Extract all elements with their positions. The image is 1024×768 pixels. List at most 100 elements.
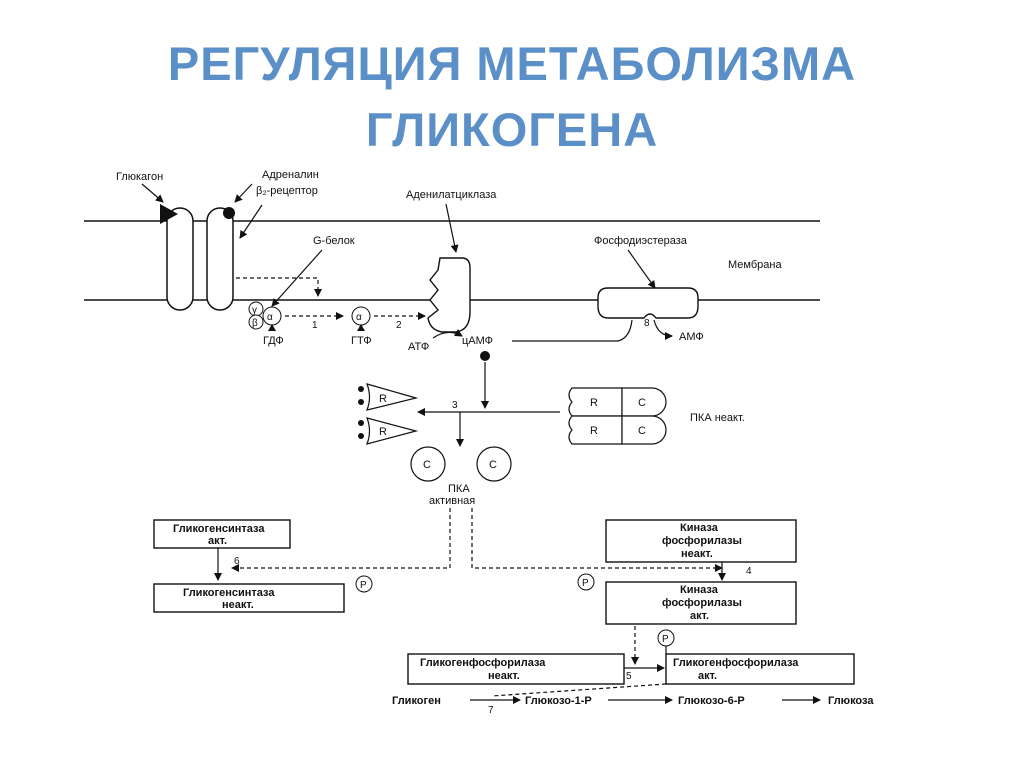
pk-active-line3: акт. xyxy=(690,610,709,622)
camp-to-pde-curve xyxy=(617,319,633,342)
step-6-label: 6 xyxy=(234,556,240,567)
pk-inactive-line3: неакт. xyxy=(681,548,713,560)
phosphorylase-kinase-inactive-box xyxy=(605,519,797,563)
pk-phosphate-label: P xyxy=(582,578,589,589)
camp-dot xyxy=(480,351,490,361)
alpha-symbol: α xyxy=(267,312,273,323)
b2-receptor-label: β₂-рецептор xyxy=(256,185,318,197)
atp-label: АТФ xyxy=(408,341,429,353)
gs-active-line2: акт. xyxy=(208,535,227,547)
active-c-subunit-2 xyxy=(476,446,512,482)
pka-to-glycogen-synthase xyxy=(231,508,451,572)
adenylate-cyclase-label: Аденилатциклаза xyxy=(406,189,497,201)
gamma-symbol: γ xyxy=(252,305,257,316)
glucagon-pointer xyxy=(141,183,164,203)
r-subunit-2 xyxy=(366,417,419,445)
pka-r-bottom-label: R xyxy=(590,425,598,437)
r-subunit-1 xyxy=(366,383,419,411)
page-title-line1: РЕГУЛЯЦИЯ МЕТАБОЛИЗМА xyxy=(167,37,857,90)
step-8-label: 8 xyxy=(644,318,650,329)
glucagon-ligand xyxy=(160,204,178,224)
phosphorylase-kinase-active-box xyxy=(605,581,797,625)
page-title-line2: ГЛИКОГЕНА xyxy=(365,103,659,156)
g-protein-pointer xyxy=(271,249,323,307)
pde-to-amp-curve xyxy=(653,319,673,340)
active-c2-label: C xyxy=(489,459,497,471)
step-2-label: 2 xyxy=(396,320,402,331)
receptor-to-g-protein-dashed xyxy=(236,277,322,297)
gdp-label: ГДФ xyxy=(263,335,284,347)
pka-r-top-label: R xyxy=(590,397,598,409)
pk-inactive-line1: Киназа xyxy=(680,522,719,534)
adrenaline-pointer xyxy=(234,183,253,203)
alpha-active-symbol: α xyxy=(356,312,362,323)
pka-c-bottom-label: C xyxy=(638,425,646,437)
pk-inactive-line2: фосфорилазы xyxy=(662,535,742,547)
glycogen-synthase-active-box xyxy=(153,519,291,549)
glycogen-label: Гликоген xyxy=(392,695,441,707)
camp-label: цАМФ xyxy=(462,335,493,347)
phosphodiesterase-pointer xyxy=(627,249,656,289)
b2-receptor-pointer xyxy=(239,204,263,239)
gp-catalysis-dashed xyxy=(491,683,667,697)
gs-active-line1: Гликогенсинтаза xyxy=(173,523,265,535)
camp-bound-1b xyxy=(358,399,364,405)
g6p-label: Глюкозо-6-Р xyxy=(678,695,745,707)
gp-inactive-line2: неакт. xyxy=(488,670,520,682)
glucagon-label: Глюкагон xyxy=(116,171,163,183)
g1p-label: Глюкозо-1-Р xyxy=(525,695,592,707)
gp-active-line2: акт. xyxy=(698,670,717,682)
gdp-marker xyxy=(268,324,276,331)
phosphodiesterase-shape xyxy=(597,287,699,319)
gtp-marker xyxy=(357,324,365,331)
gp-inactive-line1: Гликогенфосфорилаза xyxy=(420,657,546,669)
step-7-label: 7 xyxy=(488,705,494,716)
step-3-label: 3 xyxy=(452,400,458,411)
adenylate-cyclase-pointer xyxy=(445,203,459,253)
amp-label: АМФ xyxy=(679,331,704,343)
active-c1-label: C xyxy=(423,459,431,471)
adrenaline-ligand xyxy=(223,207,235,219)
step-1-label: 1 xyxy=(312,320,318,331)
pka-c-top-label: C xyxy=(638,397,646,409)
camp-bound-1a xyxy=(358,386,364,392)
step-5-label: 5 xyxy=(626,671,632,682)
step-4-label: 4 xyxy=(746,566,752,577)
glycogen-phosphorylase-active-box xyxy=(665,653,855,685)
pka-r-subunit-bottom xyxy=(568,415,623,445)
gs-inactive-line2: неакт. xyxy=(222,599,254,611)
pka-c-subunit-bottom xyxy=(621,415,667,445)
glycogen-phosphorylase-inactive-box xyxy=(407,653,625,685)
camp-bound-2a xyxy=(358,420,364,426)
glycogen-synthase-inactive-box xyxy=(153,583,345,613)
gtp-label: ГТФ xyxy=(351,335,372,347)
g-beta-subunit xyxy=(248,314,264,330)
g-protein-label: G-белок xyxy=(313,235,355,247)
pka-active-label-2: активная xyxy=(429,495,475,507)
pka-inactive-label: ПКА неакт. xyxy=(690,412,745,424)
phosphodiesterase-label: Фосфодиэстераза xyxy=(594,235,688,247)
pka-to-phosphorylase-kinase xyxy=(471,508,723,572)
pk-active-line2: фосфорилазы xyxy=(662,597,742,609)
membrane-label: Мембрана xyxy=(728,259,782,271)
camp-bound-2b xyxy=(358,433,364,439)
pk-active-line1: Киназа xyxy=(680,584,719,596)
adrenaline-receptor xyxy=(206,207,234,311)
glucagon-receptor xyxy=(166,207,194,311)
gp-active-line1: Гликогенфосфорилаза xyxy=(673,657,799,669)
beta-symbol: β xyxy=(252,318,258,329)
active-c-subunit-1 xyxy=(410,446,446,482)
gs-inactive-line1: Гликогенсинтаза xyxy=(183,587,275,599)
pk-phosphate-group xyxy=(577,573,595,591)
atp-to-camp-curve xyxy=(432,329,463,339)
adenylate-cyclase-shape xyxy=(427,257,471,333)
r1-label: R xyxy=(379,393,387,405)
gs-phosphate-label: P xyxy=(360,580,367,591)
pka-active-label-1: ПКА xyxy=(448,483,470,495)
adrenaline-label: Адреналин xyxy=(262,169,319,181)
gp-phosphate-label: P xyxy=(662,634,669,645)
r2-label: R xyxy=(379,426,387,438)
gs-phosphate-group xyxy=(355,575,373,593)
glucose-label: Глюкоза xyxy=(828,695,874,707)
